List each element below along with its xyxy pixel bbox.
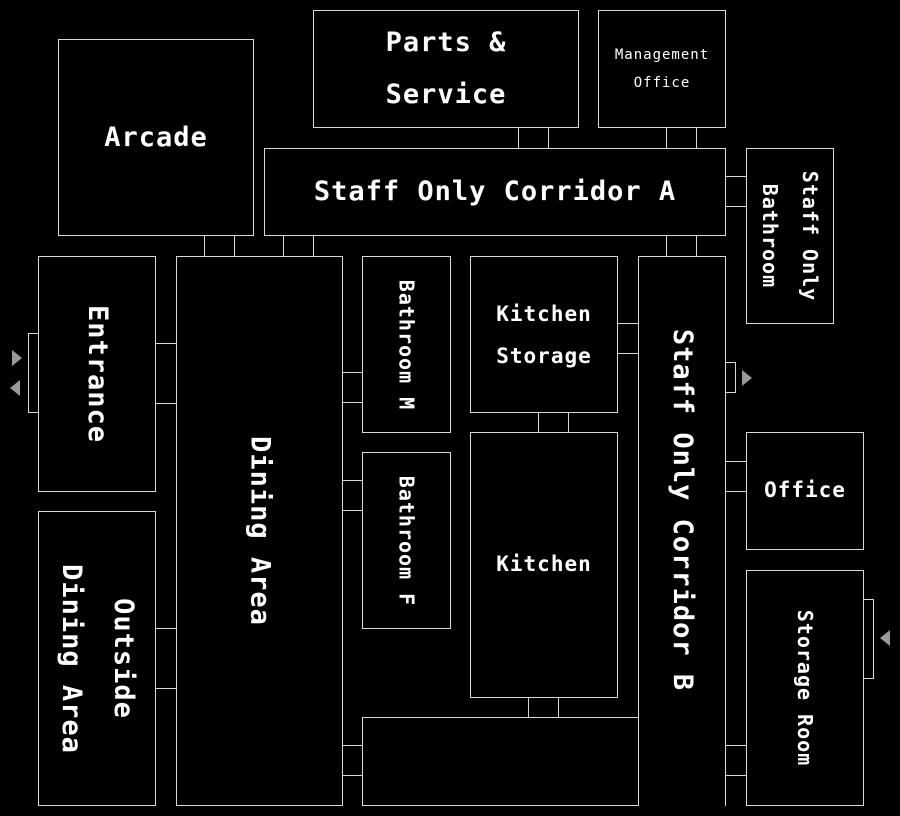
room-label: Staff Only Corridor B	[666, 328, 698, 691]
room-kitchen-storage[interactable]: Kitchen Storage	[470, 256, 618, 413]
room-outside-dining-area[interactable]: Outside Dining Area	[38, 511, 156, 806]
room-label-line: Management	[614, 47, 710, 63]
room-label-line: Bathroom	[758, 183, 782, 289]
room-label: Outside Dining Area	[45, 564, 149, 754]
room-parts-service[interactable]: Parts & Service	[313, 10, 579, 128]
room-storage-room[interactable]: Storage Room	[746, 570, 864, 806]
room-staff-corridor-b[interactable]: Staff Only Corridor B	[638, 256, 726, 806]
door-corridor-a-dining	[283, 234, 314, 258]
room-management-office[interactable]: Management Office	[598, 10, 726, 128]
room-label: Office	[764, 478, 846, 503]
door-entrance-dining	[154, 343, 178, 404]
room-label: Staff Only Corridor A	[313, 176, 677, 208]
room-label-line: Office	[633, 75, 691, 91]
room-office[interactable]: Office	[746, 432, 864, 550]
room-label-line: Staff Only	[798, 170, 822, 302]
room-label-line: Kitchen	[496, 301, 592, 326]
room-label: Staff Only Bathroom	[750, 171, 830, 301]
room-kitchen[interactable]: Kitchen	[470, 432, 618, 698]
room-arcade[interactable]: Arcade	[58, 39, 254, 236]
room-label: Storage Room	[793, 609, 817, 767]
door-kitchen-storage-kitchen	[538, 410, 569, 434]
arrow-right-icon[interactable]	[12, 350, 22, 366]
room-staff-corridor-a[interactable]: Staff Only Corridor A	[264, 148, 726, 236]
room-label: Bathroom F	[394, 475, 419, 606]
corridor-join-mask	[639, 715, 724, 720]
arrow-left-icon[interactable]	[10, 380, 20, 396]
room-entrance[interactable]: Entrance	[38, 256, 156, 492]
room-label: Dining Area	[244, 436, 276, 626]
room-label: Management Office	[615, 41, 709, 97]
room-label: Kitchen	[496, 552, 592, 577]
room-label: Parts & Service	[386, 17, 507, 121]
room-label: Bathroom M	[394, 279, 419, 410]
door-corridor-b-storage-room	[724, 745, 748, 776]
door-outside-dining	[154, 628, 178, 689]
room-bathroom-m[interactable]: Bathroom M	[362, 256, 451, 433]
room-label-line: Service	[385, 79, 507, 110]
room-label-line: Storage	[496, 343, 592, 368]
room-label: Arcade	[104, 121, 208, 153]
door-kitchen-storage-corridor-b	[615, 323, 640, 354]
arrow-left-icon[interactable]	[880, 630, 890, 646]
room-staff-bathroom[interactable]: Staff Only Bathroom	[746, 148, 834, 324]
door-corridor-a-staff-bathroom	[724, 176, 748, 207]
room-dining-area[interactable]: Dining Area	[176, 256, 343, 806]
door-parts-corridor-a	[518, 126, 549, 150]
room-label: Kitchen Storage	[496, 293, 592, 377]
door-corridor-b-office	[724, 461, 748, 492]
arrow-right-icon[interactable]	[742, 370, 752, 386]
room-label-line: Parts &	[385, 27, 507, 58]
door-corridor-a-corridor-b	[666, 234, 697, 258]
room-bathroom-f[interactable]: Bathroom F	[362, 452, 451, 629]
door-arcade-dining	[204, 234, 235, 258]
room-label: Entrance	[81, 304, 113, 444]
room-label-line: Dining Area	[56, 563, 87, 754]
door-management-corridor-a	[666, 126, 697, 150]
room-label-line: Outside	[108, 598, 139, 719]
